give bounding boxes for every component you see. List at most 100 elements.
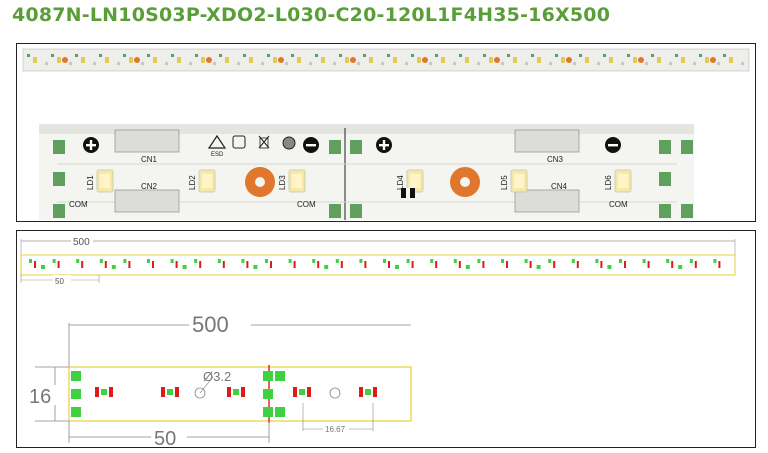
thumb-led: [129, 57, 133, 63]
solder-pad: [263, 389, 273, 399]
thumb-component: [357, 62, 360, 65]
thumb-led: [537, 57, 541, 63]
overview-pad: [123, 259, 127, 263]
strip-closeup: ESD: [39, 124, 694, 220]
thumb-led: [705, 57, 709, 63]
overview-pad: [465, 265, 470, 269]
marker-dot-icon: [282, 136, 296, 150]
led-emitter: [514, 174, 524, 188]
thumb-component: [477, 62, 480, 65]
manual-icon: [232, 135, 246, 149]
thumb-resistor: [494, 57, 500, 63]
thumb-led: [81, 57, 85, 63]
thumb-pad: [27, 54, 30, 57]
led-footprint: [95, 387, 99, 397]
overview-pad: [619, 259, 622, 263]
thumb-component: [141, 62, 144, 65]
overview-led: [435, 261, 438, 268]
overview-pad: [335, 259, 339, 263]
overview-led: [529, 261, 532, 268]
solder-pad: [71, 389, 81, 399]
thumb-pad: [339, 54, 342, 57]
thumb-pad: [291, 54, 294, 57]
total-length-dim: 500: [192, 312, 229, 337]
led-footprint: [299, 389, 305, 395]
thumb-pad: [219, 54, 222, 57]
overview-pad: [501, 259, 504, 263]
plus-icon: [83, 137, 99, 153]
led-emitter: [202, 174, 212, 188]
overview-led: [694, 261, 697, 268]
overview-led: [81, 261, 84, 268]
thumb-pad: [627, 54, 630, 57]
overview-pad: [642, 259, 646, 263]
led-footprint: [109, 387, 113, 397]
dimension-drawing: 500 50 500 16: [20, 235, 736, 446]
overview-pad: [52, 259, 56, 263]
thumb-led: [345, 57, 349, 63]
solder-pad: [275, 407, 285, 417]
com-label: COM: [609, 200, 628, 209]
overview-led: [388, 261, 390, 268]
led-emitter: [618, 174, 628, 188]
com-label: COM: [297, 200, 316, 209]
plus-icon: [376, 137, 392, 153]
thumb-component: [405, 62, 408, 65]
thumb-resistor: [350, 57, 356, 63]
solder-pad: [263, 371, 273, 381]
thumb-pad: [171, 54, 174, 57]
resistor-pad: [245, 167, 275, 197]
led-footprint: [293, 387, 297, 397]
overview-led: [175, 261, 178, 268]
led-emitter: [292, 174, 302, 188]
thumb-component: [69, 62, 72, 65]
overview-pad: [678, 265, 683, 269]
thumb-component: [525, 62, 528, 65]
overview-led: [411, 261, 414, 268]
thumb-pad: [387, 54, 390, 57]
overall-strip-drawing: 500 50: [20, 235, 736, 286]
overview-pad: [524, 259, 528, 263]
thumb-component: [381, 62, 384, 65]
overview-pad: [76, 259, 80, 263]
overview-pad: [241, 259, 245, 263]
mounting-hole: [329, 387, 341, 399]
overview-pad: [29, 259, 32, 263]
thumb-led: [561, 57, 565, 63]
overview-led: [482, 261, 485, 268]
led-footprint: [161, 387, 165, 397]
connector-cn1: [114, 129, 180, 153]
thumb-component: [117, 62, 120, 65]
overview-pad: [265, 259, 268, 263]
thumb-pad: [555, 54, 558, 57]
led-label: LD3: [278, 175, 287, 190]
thumb-resistor: [278, 57, 284, 63]
thumb-resistor: [566, 57, 572, 63]
full-strip-thumbnail: [22, 48, 750, 72]
overview-led: [647, 261, 650, 268]
thumb-pad: [99, 54, 102, 57]
solder-pad: [275, 371, 285, 381]
thumb-pad: [675, 54, 678, 57]
led-footprint: [241, 387, 245, 397]
thumb-led: [153, 57, 157, 63]
thumb-led: [729, 57, 733, 63]
overview-led: [718, 261, 721, 268]
thumb-pad: [507, 54, 510, 57]
thumb-component: [45, 62, 48, 65]
thumb-pad: [267, 54, 270, 57]
overview-pad: [430, 259, 434, 263]
overview-pad: [147, 259, 150, 263]
overview-led: [553, 261, 556, 268]
segment-length-dim: 50: [154, 428, 176, 446]
thumb-led: [633, 57, 637, 63]
esd-warning-icon: ESD: [207, 134, 227, 158]
thumb-led: [225, 57, 229, 63]
thumb-led: [393, 57, 397, 63]
thumb-pad: [699, 54, 702, 57]
overview-led: [152, 261, 154, 268]
overview-pad: [99, 259, 103, 263]
overview-pad: [312, 259, 316, 263]
thumb-pad: [123, 54, 126, 57]
overview-led: [293, 261, 296, 268]
